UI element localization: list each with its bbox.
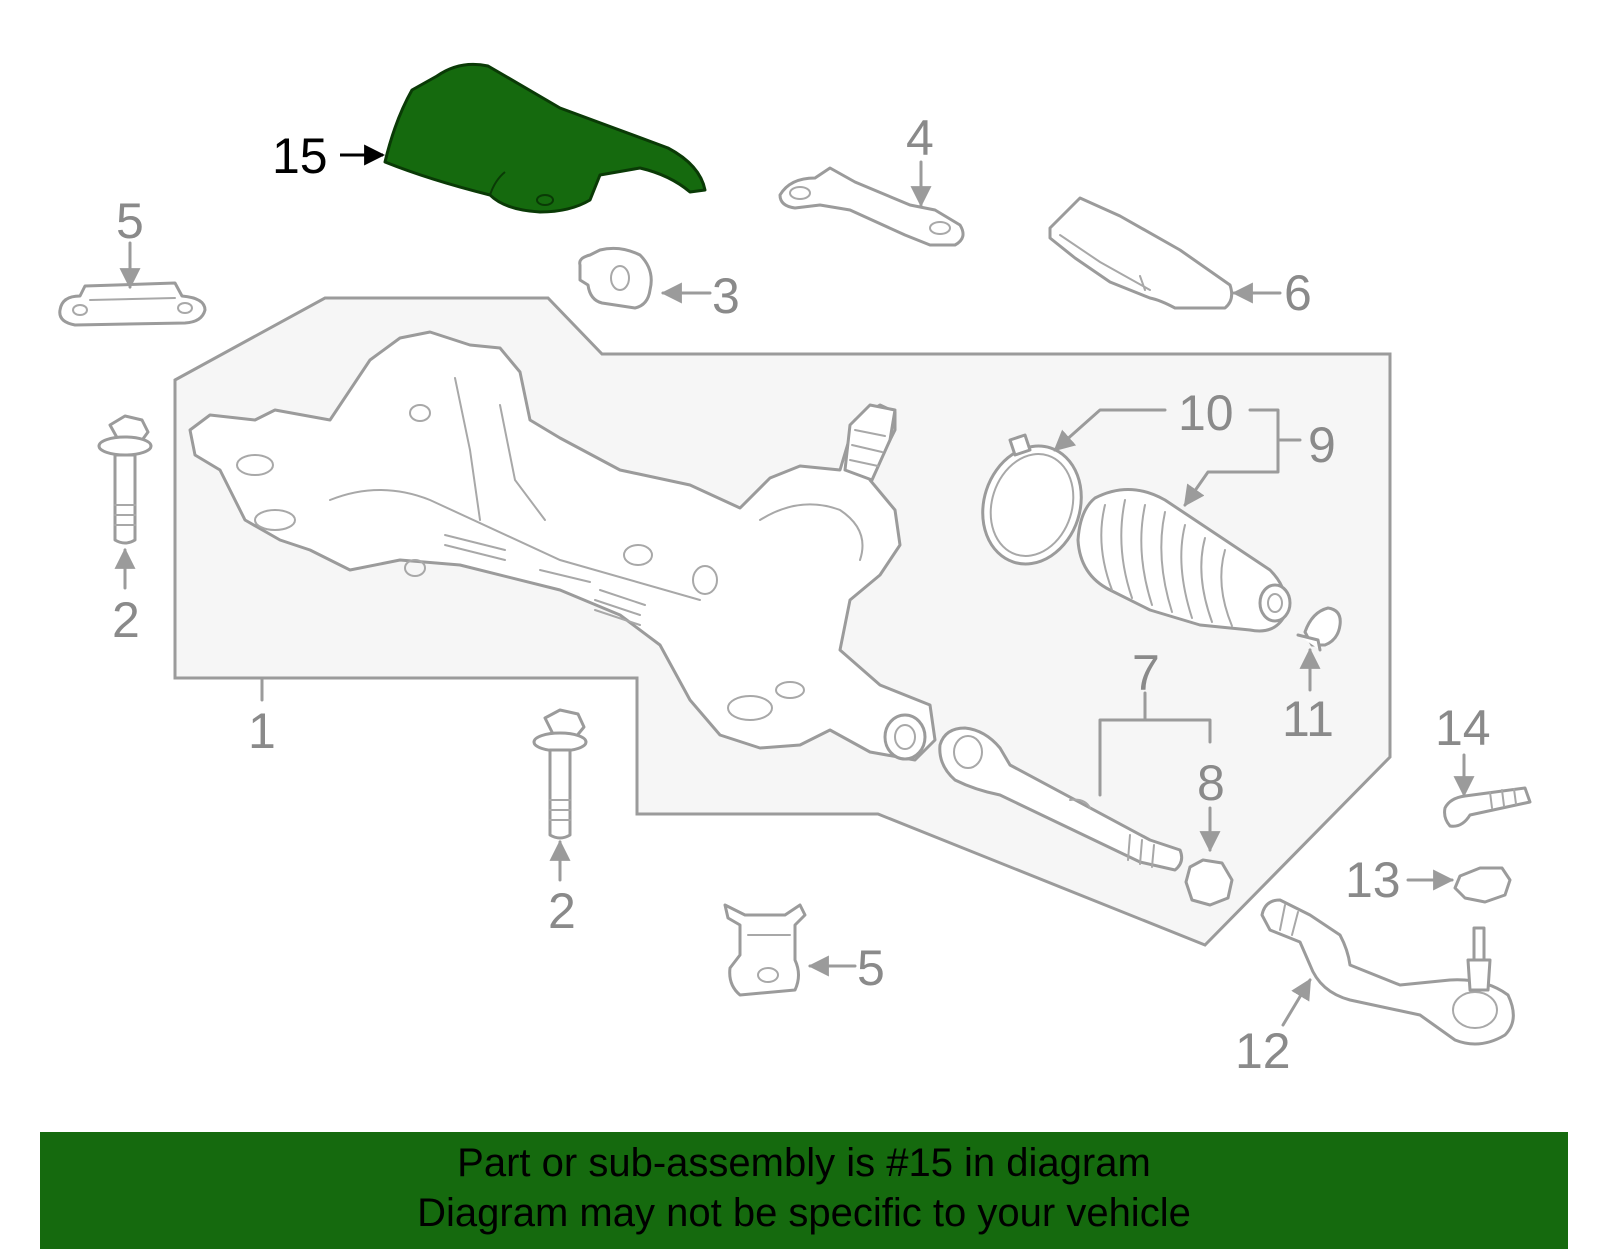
callout-12: 12 <box>1235 1023 1291 1079</box>
callout-4: 4 <box>906 110 934 166</box>
callout-5-lower: 5 <box>857 940 885 996</box>
clamp-part-5-lower[interactable] <box>723 903 807 997</box>
cover-plate-part-6[interactable] <box>1048 196 1234 310</box>
leader-7-bracket <box>1098 718 1212 797</box>
inner-tie-rod-part-7[interactable] <box>938 726 1184 872</box>
callout-10: 10 <box>1178 385 1234 441</box>
leader-9-bracket <box>1183 408 1280 507</box>
boot-clamp-part-10[interactable] <box>968 433 1096 577</box>
parts-diagram: 15 4 5 3 6 10 9 2 7 8 11 1 14 13 2 5 12 <box>58 62 1532 1079</box>
jam-nut-part-8[interactable] <box>1184 858 1234 907</box>
banner-line-2: Diagram may not be specific to your vehi… <box>417 1191 1191 1235</box>
callout-5-upper: 5 <box>116 193 144 249</box>
clamp-bracket-part-5-upper[interactable] <box>58 281 207 327</box>
leader-12 <box>1281 978 1312 1027</box>
bolt-part-14[interactable] <box>1443 786 1532 828</box>
steering-gear-part-1[interactable] <box>188 330 937 762</box>
bracket-part-4[interactable] <box>778 166 965 247</box>
info-banner: Part or sub-assembly is #15 in diagram D… <box>40 1132 1568 1249</box>
nut-part-13[interactable] <box>1453 866 1512 904</box>
callout-14: 14 <box>1435 700 1491 756</box>
bushing-part-3[interactable] <box>578 246 653 310</box>
callout-2-left: 2 <box>112 592 140 648</box>
callout-13: 13 <box>1345 852 1401 908</box>
leader-10 <box>1053 408 1167 452</box>
bellows-boot-part-9[interactable] <box>1076 488 1292 633</box>
callout-7: 7 <box>1132 645 1160 701</box>
callout-2-center: 2 <box>548 883 576 939</box>
banner-line-1: Part or sub-assembly is #15 in diagram <box>457 1141 1151 1185</box>
callout-6: 6 <box>1284 265 1312 321</box>
bolt-part-2-center[interactable] <box>532 708 588 840</box>
callout-3: 3 <box>712 268 740 324</box>
heat-shield-part-15[interactable] <box>383 62 707 214</box>
callout-8: 8 <box>1197 755 1225 811</box>
bolt-part-2-left[interactable] <box>97 414 153 545</box>
callout-1: 1 <box>248 703 276 759</box>
callout-11: 11 <box>1282 691 1334 747</box>
tie-rod-end-part-12[interactable] <box>1260 898 1515 1046</box>
clip-part-11[interactable] <box>1296 606 1342 652</box>
callout-15: 15 <box>272 128 328 184</box>
callout-9: 9 <box>1308 417 1336 473</box>
